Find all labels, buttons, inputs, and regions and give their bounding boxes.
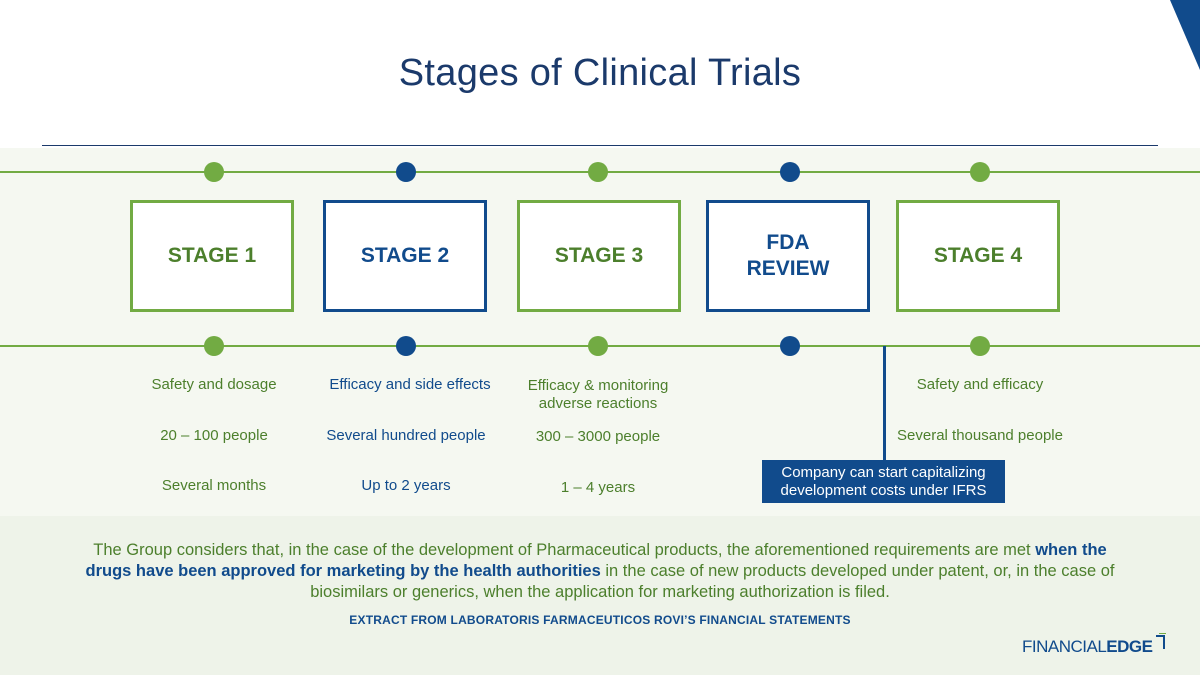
stage-3-duration: 1 – 4 years	[560, 479, 636, 496]
stage-2-participants: Several hundred people	[326, 427, 486, 444]
timeline-dot-fda-review-top	[780, 162, 800, 182]
stage-2-purpose: Efficacy and side effects	[329, 376, 491, 393]
timeline-dot-stage-2-top	[396, 162, 416, 182]
timeline-dot-stage-3-bottom	[588, 336, 608, 356]
page-title: Stages of Clinical Trials	[398, 52, 802, 94]
timeline-dot-stage-3-top	[588, 162, 608, 182]
timeline-dot-stage-1-top	[204, 162, 224, 182]
stage-1-purpose: Safety and dosage	[151, 376, 277, 393]
stage-1-duration: Several months	[161, 477, 267, 494]
quote-part-2: in the case of new products developed un…	[310, 562, 1115, 601]
stage-2-duration: Up to 2 years	[361, 477, 451, 494]
corner-accent	[1170, 0, 1200, 70]
stage-4-participants: Several thousand people	[897, 427, 1063, 444]
footer-band	[0, 516, 1200, 675]
quote-emphasis: when the drugs have been approved for ma…	[85, 541, 1107, 580]
title-divider	[42, 145, 1158, 146]
quote-part-1: The Group considers that, in the case of…	[93, 541, 1036, 559]
callout-connector	[883, 346, 886, 460]
stage-1-box: STAGE 1	[130, 200, 294, 312]
stage-4-label: STAGE 4	[933, 244, 1023, 267]
logo-bracket-icon	[1156, 633, 1167, 649]
stage-1-participants: 20 – 100 people	[160, 427, 268, 444]
fda-review-label: FDA REVIEW	[709, 230, 867, 282]
stage-4-purpose: Safety and efficacy	[916, 376, 1044, 393]
fda-review-label-line-2: REVIEW	[746, 257, 830, 280]
stage-2-label: STAGE 2	[360, 244, 450, 267]
fda-review-label-line-1: FDA	[766, 231, 810, 254]
capitalization-callout: Company can start capitalizing developme…	[762, 460, 1005, 503]
timeline-dot-stage-2-bottom	[396, 336, 416, 356]
stage-3-label: STAGE 3	[554, 244, 644, 267]
logo-text-edge: EDGE	[1106, 637, 1153, 656]
timeline-dot-stage-4-top	[970, 162, 990, 182]
quote-text: The Group considers that, in the case of…	[80, 540, 1120, 603]
stage-1-label: STAGE 1	[167, 244, 257, 267]
stage-4-box: STAGE 4	[896, 200, 1060, 312]
timeline-dot-stage-1-bottom	[204, 336, 224, 356]
timeline-dot-stage-4-bottom	[970, 336, 990, 356]
stage-3-participants: 300 – 3000 people	[535, 428, 661, 445]
logo-text-financial: FINANCIAL	[1022, 637, 1107, 656]
stage-3-purpose: Efficacy & monitoring adverse reactions	[527, 377, 669, 412]
stage-3-box: STAGE 3	[517, 200, 681, 312]
source-caption: EXTRACT FROM LABORATORIS FARMACEUTICOS R…	[349, 613, 851, 627]
fda-review-box: FDA REVIEW	[706, 200, 870, 312]
timeline-dot-fda-review-bottom	[780, 336, 800, 356]
stage-2-box: STAGE 2	[323, 200, 487, 312]
